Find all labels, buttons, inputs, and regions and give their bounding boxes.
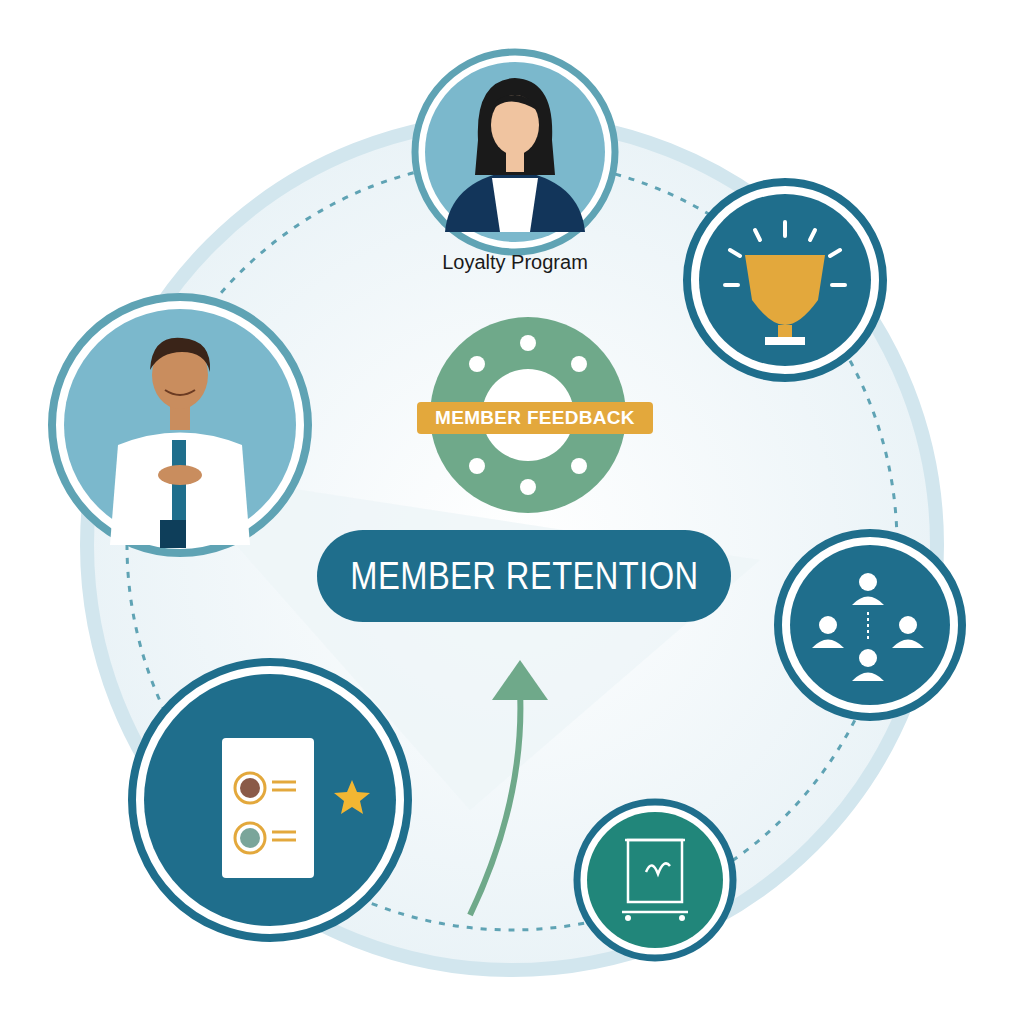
growth-arrow xyxy=(470,690,520,915)
node-label: MEMBER RETENTION xyxy=(350,555,698,598)
loyalty-node: Loyalty Program xyxy=(400,48,630,274)
feedback-banner: MEMBER FEEDBACK xyxy=(417,402,653,434)
community-icon xyxy=(778,533,962,717)
staff-circle xyxy=(52,297,308,553)
membership-card-icon xyxy=(132,662,408,938)
node-label: MEMBER FEEDBACK xyxy=(435,407,635,429)
loyalty-illustration xyxy=(415,52,615,252)
retention-pill: MEMBER RETENTION xyxy=(317,530,731,622)
trophy-icon xyxy=(687,182,883,378)
node-label: Loyalty Program xyxy=(400,251,630,274)
board-icon xyxy=(577,802,733,958)
growth-arrowhead xyxy=(492,660,548,700)
